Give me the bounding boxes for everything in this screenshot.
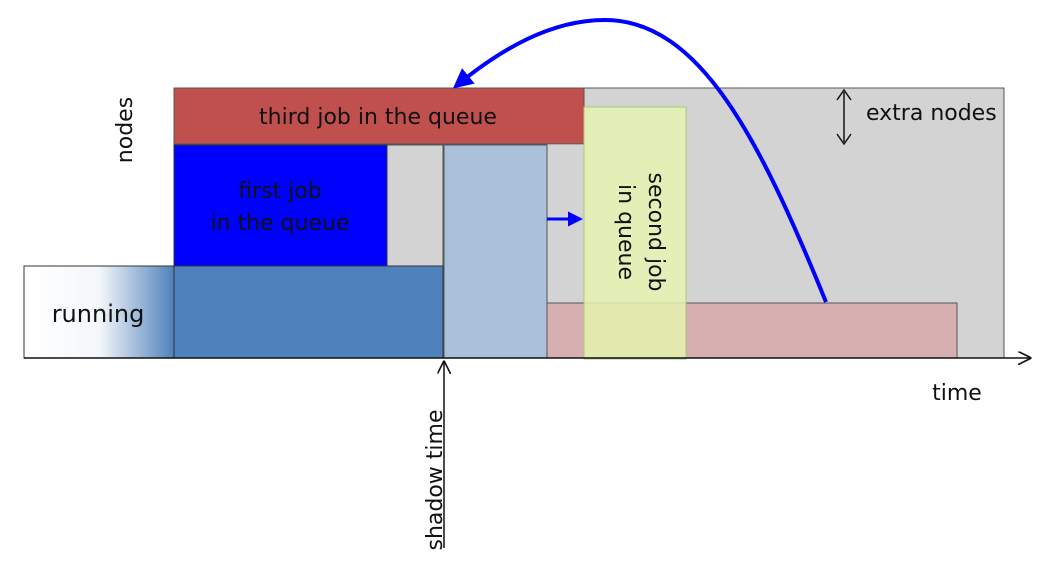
running-job-start bbox=[23, 265, 175, 359]
shadow-time-label: shadow time bbox=[423, 409, 448, 550]
reserved-column bbox=[443, 144, 548, 359]
free-gap-area bbox=[386, 144, 444, 267]
first-job-block bbox=[173, 144, 388, 268]
curved-arrow bbox=[452, 17, 828, 303]
first-job-label-line2: in the queue bbox=[210, 211, 349, 236]
free-gap-right bbox=[547, 145, 584, 303]
running-label: running bbox=[52, 300, 145, 328]
third-job-block bbox=[173, 87, 585, 145]
second-job-block bbox=[583, 106, 687, 360]
extra-nodes-label: extra nodes bbox=[866, 101, 997, 126]
second-job-label-line1: second job bbox=[643, 173, 668, 292]
third-job-label: third job in the queue bbox=[259, 105, 497, 130]
second-job-label-line2: in queue bbox=[613, 184, 638, 280]
time-axis-label: time bbox=[932, 381, 982, 406]
extra-nodes-indicator bbox=[836, 88, 852, 146]
nodes-axis-label: nodes bbox=[113, 97, 138, 163]
first-job-label-line1: first job bbox=[238, 179, 322, 204]
running-job-block bbox=[173, 265, 444, 359]
